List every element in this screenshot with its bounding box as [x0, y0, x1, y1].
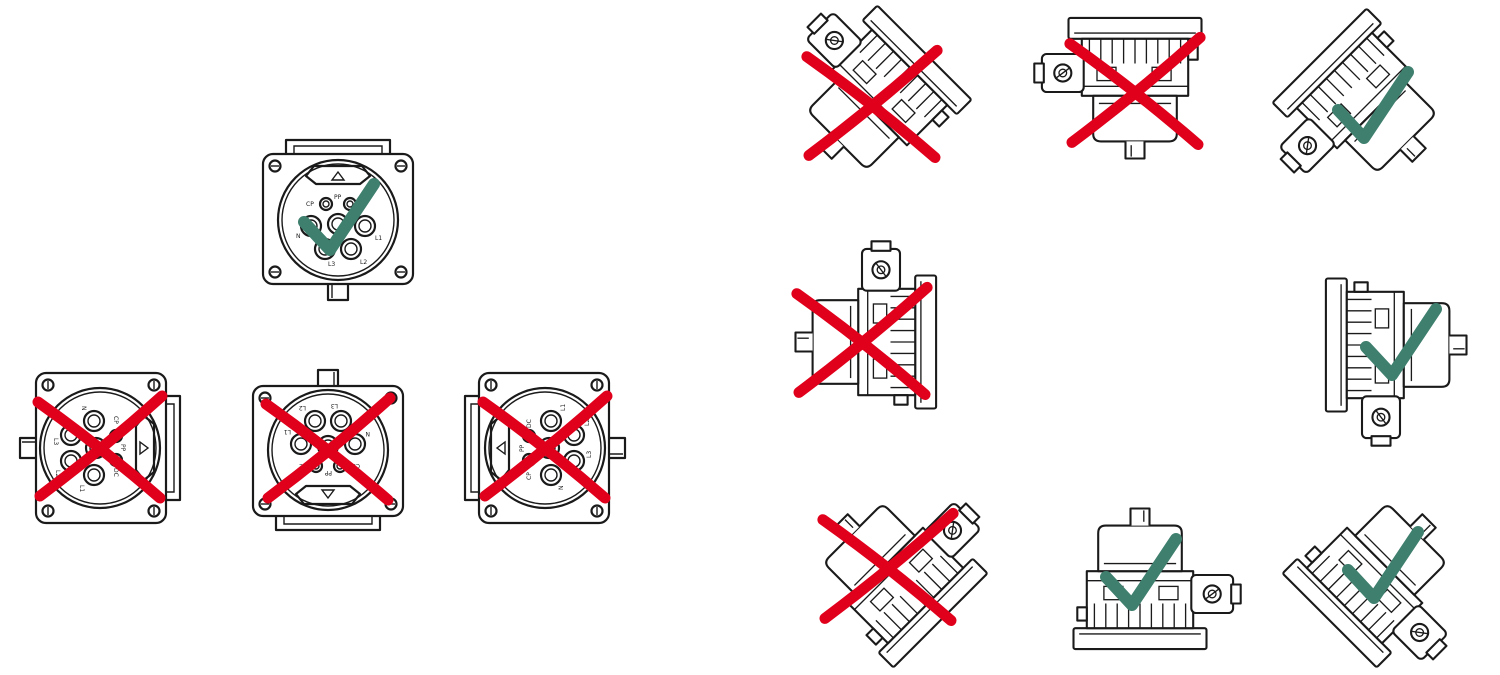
side-upper-right-view [1247, 7, 1468, 228]
side-right-correct-check-icon [1360, 303, 1442, 381]
side-lower-left-view [792, 448, 1013, 669]
side-bottom-drawing [1072, 507, 1242, 651]
socket-front-views [18, 138, 627, 532]
socket-right-incorrect-cross-icon [477, 390, 613, 504]
side-bottom-correct-check-icon [1100, 533, 1182, 611]
socket-right-view [463, 371, 627, 525]
side-upper-left-view [752, 0, 973, 201]
side-upper-right-drawing [1247, 7, 1468, 228]
side-bottom-view [1072, 507, 1242, 651]
socket-up-drawing [261, 138, 415, 302]
side-lower-right-view [1281, 472, 1500, 675]
socket-up-correct-check-icon [298, 178, 380, 256]
socket-up-view [261, 138, 415, 302]
side-left-view [791, 240, 938, 410]
socket-down-incorrect-cross-icon [260, 392, 396, 506]
side-upper-left-incorrect-cross-icon [801, 44, 943, 163]
side-lower-right-correct-check-icon [1342, 526, 1424, 604]
socket-side-views [752, 0, 1500, 675]
socket-left-view [18, 371, 182, 525]
side-right-view [1324, 277, 1468, 447]
side-top-drawing [1033, 16, 1203, 160]
socket-left-incorrect-cross-icon [32, 390, 168, 504]
side-top-incorrect-cross-icon [1064, 31, 1206, 150]
socket-down-view [251, 368, 405, 532]
side-left-incorrect-cross-icon [791, 281, 933, 400]
side-lower-left-incorrect-cross-icon [817, 507, 959, 626]
side-upper-right-correct-check-icon [1332, 66, 1414, 144]
side-top-view [1033, 16, 1206, 160]
